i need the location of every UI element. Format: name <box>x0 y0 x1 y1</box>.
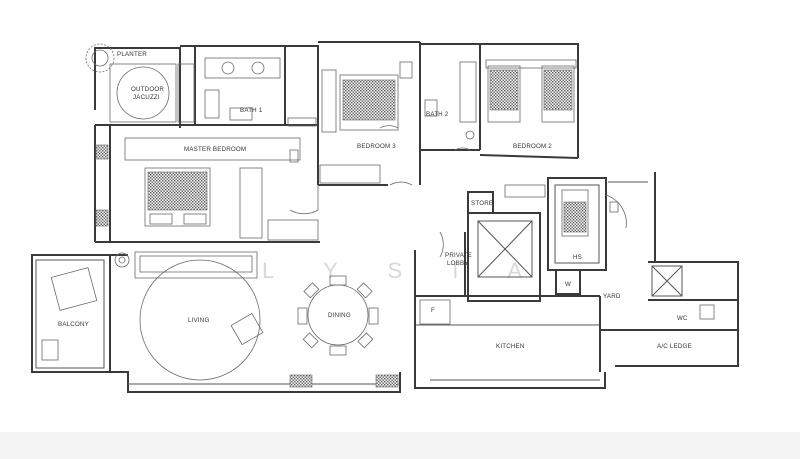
outer-walls <box>31 41 739 393</box>
bed-icon <box>339 74 399 131</box>
living-rug <box>139 259 261 381</box>
label-master-bedroom: MASTER BEDROOM <box>184 146 246 153</box>
label-bedroom2: BEDROOM 2 <box>513 143 552 150</box>
bed-icon <box>487 65 575 123</box>
bed-icon <box>144 167 211 227</box>
label-private: PRIVATE <box>445 252 472 259</box>
label-store: STORE <box>471 200 493 207</box>
plant-icon <box>85 43 115 73</box>
door-swing-icon <box>289 125 627 258</box>
label-balcony: BALCONY <box>58 321 89 328</box>
jacuzzi <box>116 66 170 120</box>
label-bath1: BATH 1 <box>240 107 263 114</box>
label-bath2: BATH 2 <box>426 111 449 118</box>
label-bedroom3: BEDROOM 3 <box>357 143 396 150</box>
label-w: W <box>565 281 571 288</box>
label-lobby: LOBBY <box>447 260 469 267</box>
label-wc: WC <box>677 315 688 322</box>
label-hs: HS <box>573 254 582 261</box>
dining-table-icon <box>297 275 379 356</box>
label-planter: PLANTER <box>117 51 147 58</box>
label-ac-ledge: A/C LEDGE <box>657 343 692 350</box>
label-kitchen: KITCHEN <box>496 343 525 350</box>
label-outdoor: OUTDOOR <box>131 86 164 93</box>
footer-band <box>0 432 800 459</box>
interior-walls <box>95 42 738 372</box>
label-f: F <box>431 307 435 314</box>
label-jacuzzi: JACUZZI <box>133 94 160 101</box>
toilet-icon <box>229 107 253 121</box>
label-yard: YARD <box>603 293 621 300</box>
sofa-icon <box>134 251 258 279</box>
watermark: L Y S I A <box>262 258 544 283</box>
room-labels: PLANTER OUTDOOR JACUZZI BATH 1 MASTER BE… <box>58 51 692 350</box>
label-living: LIVING <box>188 317 210 324</box>
label-dining: DINING <box>328 312 351 319</box>
